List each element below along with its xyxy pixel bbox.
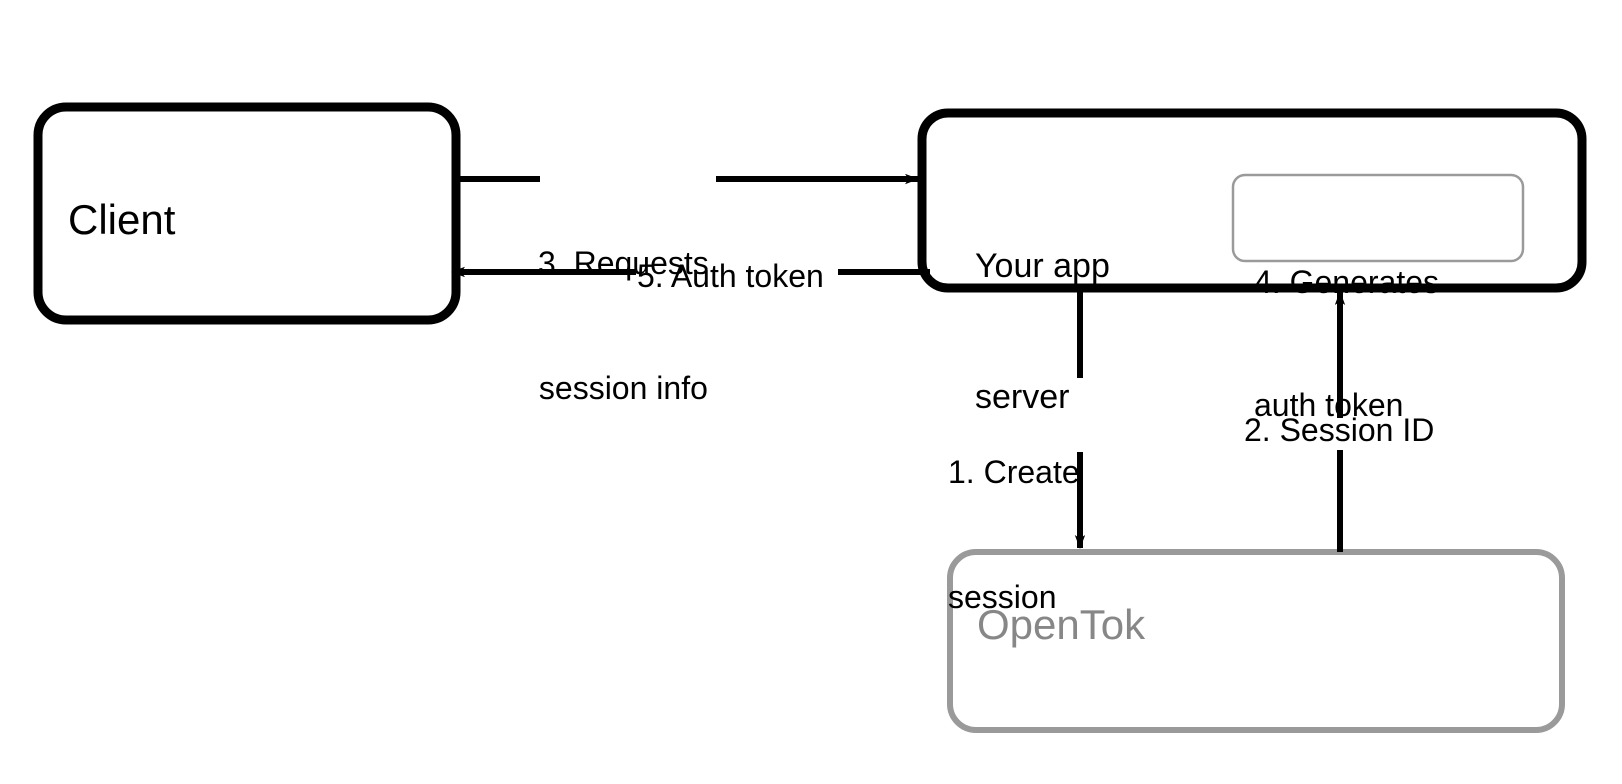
edge-2-label: 2. Session ID — [1244, 412, 1435, 448]
node-generates-auth-token-line1: 4. Generates — [1254, 263, 1439, 300]
node-generates-auth-token-shape[interactable] — [1231, 173, 1525, 263]
node-client-label: Client — [68, 196, 176, 243]
edge-3-label-line1: 3. Requests — [538, 245, 709, 282]
node-opentok-shape[interactable] — [947, 549, 1565, 733]
node-generates-auth-token-line2: auth token — [1254, 386, 1404, 423]
edge-1-label: 1. Create session — [948, 369, 1080, 702]
node-app-server-label: Your app server — [975, 158, 1110, 506]
node-app-server-label-line1: Your app — [975, 247, 1110, 286]
edge-1-label-line2: session — [948, 578, 1057, 615]
edge-5-label: 5. Auth token — [637, 258, 824, 294]
edge-3-label: 3. Requests session info — [538, 160, 709, 493]
edge-3-label-line2: session info — [538, 369, 708, 406]
node-generates-auth-token-label: 4. Generates auth token — [1254, 180, 1439, 508]
edge-1-label-line1: 1. Create — [948, 454, 1080, 491]
node-app-server-label-line2: server — [975, 377, 1070, 416]
node-client-shape[interactable] — [33, 102, 461, 325]
node-opentok-label: OpenTok — [977, 601, 1146, 648]
